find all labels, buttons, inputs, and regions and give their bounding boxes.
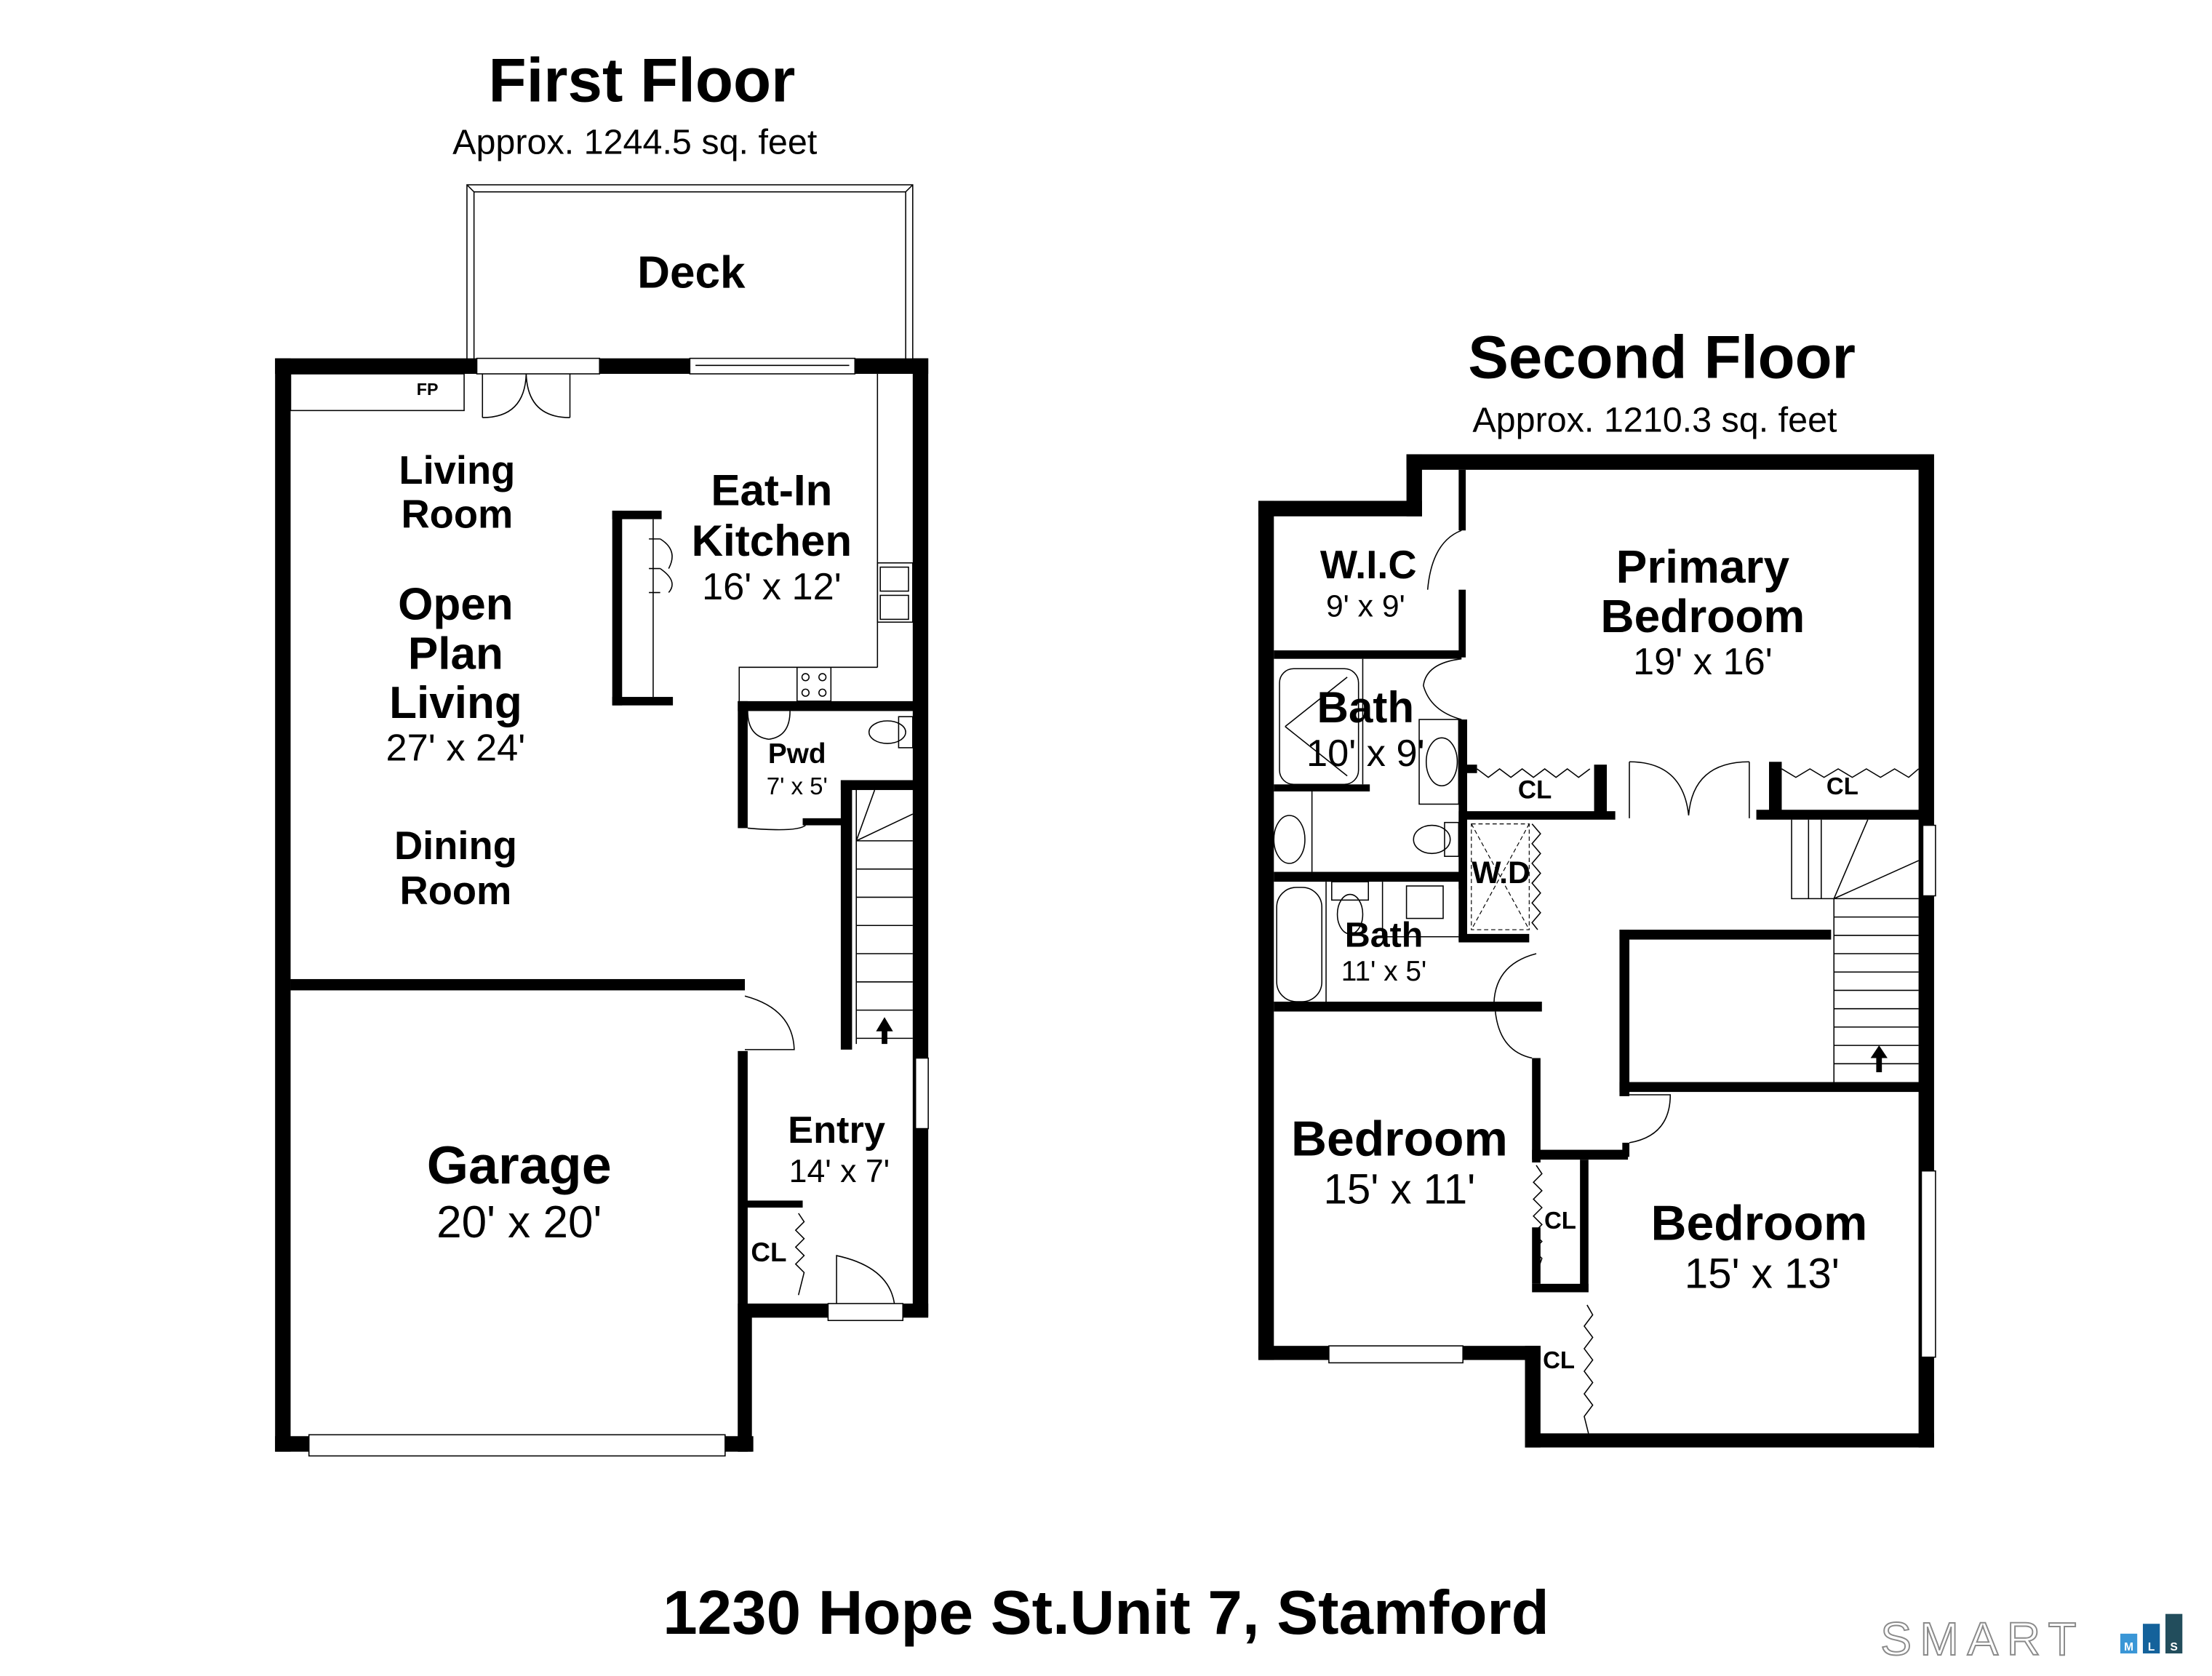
dining-room-label: Dining [394,823,517,868]
powder-fixtures [747,711,914,831]
kitchen-window [689,357,856,375]
open-plan-label-3: Living [389,678,522,728]
primary-closet-left-label: CL [1518,776,1552,805]
bedroom-3-closet-door[interactable] [1583,1304,1594,1434]
bedroom-3-label: Bedroom [1651,1197,1868,1251]
powder-label: Pwd [768,738,826,770]
bedroom-3-closet-label: CL [1543,1346,1575,1373]
entry-closet-label: CL [751,1237,786,1267]
first-floor-walls [275,358,929,1452]
bathtub-icon [1276,887,1323,1002]
pwd-door [747,824,806,831]
first-floor-title: First Floor [488,47,795,116]
garage-dims: 20' x 20' [436,1197,602,1248]
open-plan-label-2: Plan [408,628,503,679]
wic-door[interactable] [1426,530,1462,590]
living-room-label: Living [399,448,515,492]
primary-bath-dims: 10' x 9' [1306,733,1425,775]
bedroom-2-closet-door[interactable] [1533,1165,1543,1274]
pwd-sink-icon [747,711,791,741]
entry-window [914,1057,929,1130]
bedroom-3-dims: 15' x 13' [1685,1250,1840,1298]
open-plan-dims: 27' x 24' [386,727,526,769]
laundry-label: W.D [1472,855,1530,890]
kitchen-counters [649,373,914,702]
wic-label: W.I.C [1320,543,1417,587]
kitchen-dims: 16' x 12' [702,566,842,608]
primary-bedroom-dims: 19' x 16' [1633,641,1773,683]
primary-closet-left-door[interactable] [1477,768,1591,778]
cooktop-icon [796,666,832,702]
primary-closet-right-door[interactable] [1781,768,1920,778]
garage-label: Garage [427,1135,612,1195]
dining-room-label-2: Room [400,869,512,913]
living-room-label-2: Room [401,492,513,536]
fp-label: FP [417,380,439,399]
bedroom-2-label: Bedroom [1291,1112,1508,1166]
garage-interior-door[interactable] [744,995,795,1050]
entry-closet-door[interactable] [794,1213,805,1296]
primary-bedroom-label-2: Bedroom [1600,590,1805,642]
laundry-closet [1471,823,1541,930]
logo-block-s [2165,1613,2183,1653]
wic-dims: 9' x 9' [1326,589,1405,624]
hall-toilet-icon [1336,893,1364,935]
stair-up-arrow-icon [876,1017,893,1045]
bedroom-3-door[interactable] [1629,1094,1672,1144]
second-floor: Second Floor Approx. 1210.3 sq. feet [1258,324,1936,1448]
second-floor-stairs [1791,819,1919,1082]
shower-icon [1279,668,1359,786]
laundry-bifold-door[interactable] [1531,823,1541,930]
deck-label: Deck [637,248,746,298]
pwd-toilet-icon [868,720,906,744]
sink-icon [877,562,914,623]
svg-text:L: L [2148,1641,2155,1653]
smart-mls-logo: SMART M L S [1880,1612,2183,1666]
svg-text:S: S [2170,1641,2177,1653]
primary-closet-right-label: CL [1826,773,1858,799]
bedroom-2-closet-label: CL [1544,1207,1576,1234]
logo-block-l [2142,1624,2160,1653]
property-address: 1230 Hope St.Unit 7, Stamford [663,1579,1549,1648]
bedroom-3-window [1920,1170,1936,1358]
hall-sink-icon [1405,885,1444,919]
primary-bath-fixtures [1273,658,1460,872]
deck: Deck [466,184,914,364]
kitchen-label-2: Kitchen [692,516,852,565]
deck-french-doors[interactable] [476,357,601,418]
kitchen-label: Eat-In [711,466,832,514]
first-floor-area: Approx. 1244.5 sq. feet [452,122,818,161]
vanity-sink-2-icon [1273,815,1306,864]
stair-window [1922,824,1936,897]
first-floor: First Floor Approx. 1244.5 sq. feet Deck [275,47,929,1457]
vanity-sink-icon [1425,737,1458,787]
pantry-door [649,538,673,594]
hall-bath-door[interactable] [1493,953,1537,1009]
garage-door[interactable] [308,1434,726,1457]
svg-text:M: M [2124,1641,2133,1653]
primary-bedroom-double-doors[interactable] [1629,761,1750,818]
logo-wordmark: SMART [1880,1613,2085,1665]
front-door[interactable] [827,1255,904,1322]
primary-toilet-icon [1413,824,1451,855]
fireplace: FP [290,373,465,412]
logo-block-m [2120,1633,2138,1653]
hall-bath-label: Bath [1345,915,1424,954]
bedroom-2-window [1328,1345,1464,1364]
primary-bath-door[interactable] [1423,658,1462,720]
stair-up-arrow-2-icon [1870,1045,1888,1072]
hall-bath-dims: 11' x 5' [1341,956,1427,987]
second-floor-area: Approx. 1210.3 sq. feet [1472,400,1837,439]
primary-bedroom-label: Primary [1616,540,1790,593]
hall-bath-fixtures [1276,881,1537,1009]
bedroom-2-door[interactable] [1495,1011,1533,1059]
bedroom-2-dims: 15' x 11' [1324,1165,1476,1213]
primary-bath-label: Bath [1317,683,1415,732]
first-floor-stairs [855,789,914,1045]
powder-dims: 7' x 5' [767,773,828,799]
open-plan-label: Open [398,579,514,629]
entry-label: Entry [788,1109,885,1152]
second-floor-title: Second Floor [1468,324,1856,391]
entry-dims: 14' x 7' [789,1154,890,1189]
